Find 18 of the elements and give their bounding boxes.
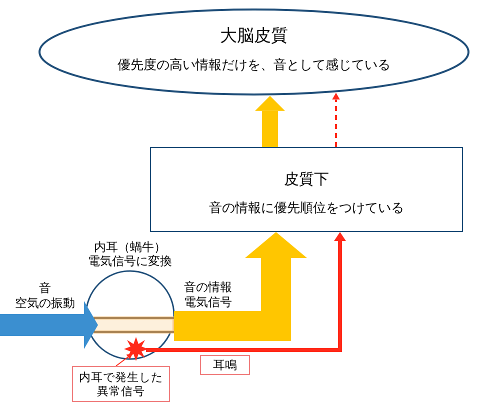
node-title: 皮質下 (284, 169, 329, 190)
node-title: 大脳皮質 (220, 25, 288, 48)
label-box: 耳鳴 (200, 355, 250, 375)
block-arrow (174, 232, 307, 341)
arrow (146, 232, 346, 352)
node-text: 優先度の高い情報だけを、音として感じている (118, 56, 390, 74)
node-text: 音の情報に優先順位をつけている (209, 200, 404, 218)
node-title: 内耳（蝸牛） (94, 240, 166, 254)
text-label: 空気の振動 (15, 296, 75, 311)
callout-box: 内耳で発生した異常信号 (72, 366, 170, 402)
node-text: 電気信号に変換 (88, 254, 172, 268)
process-box (150, 147, 463, 232)
text-label: 音 (39, 281, 51, 296)
block-arrow (255, 96, 285, 147)
leader-line (116, 353, 133, 366)
block-arrow (0, 301, 98, 349)
arrow (332, 92, 340, 147)
edge-label: 音の情報電気信号 (183, 280, 233, 310)
